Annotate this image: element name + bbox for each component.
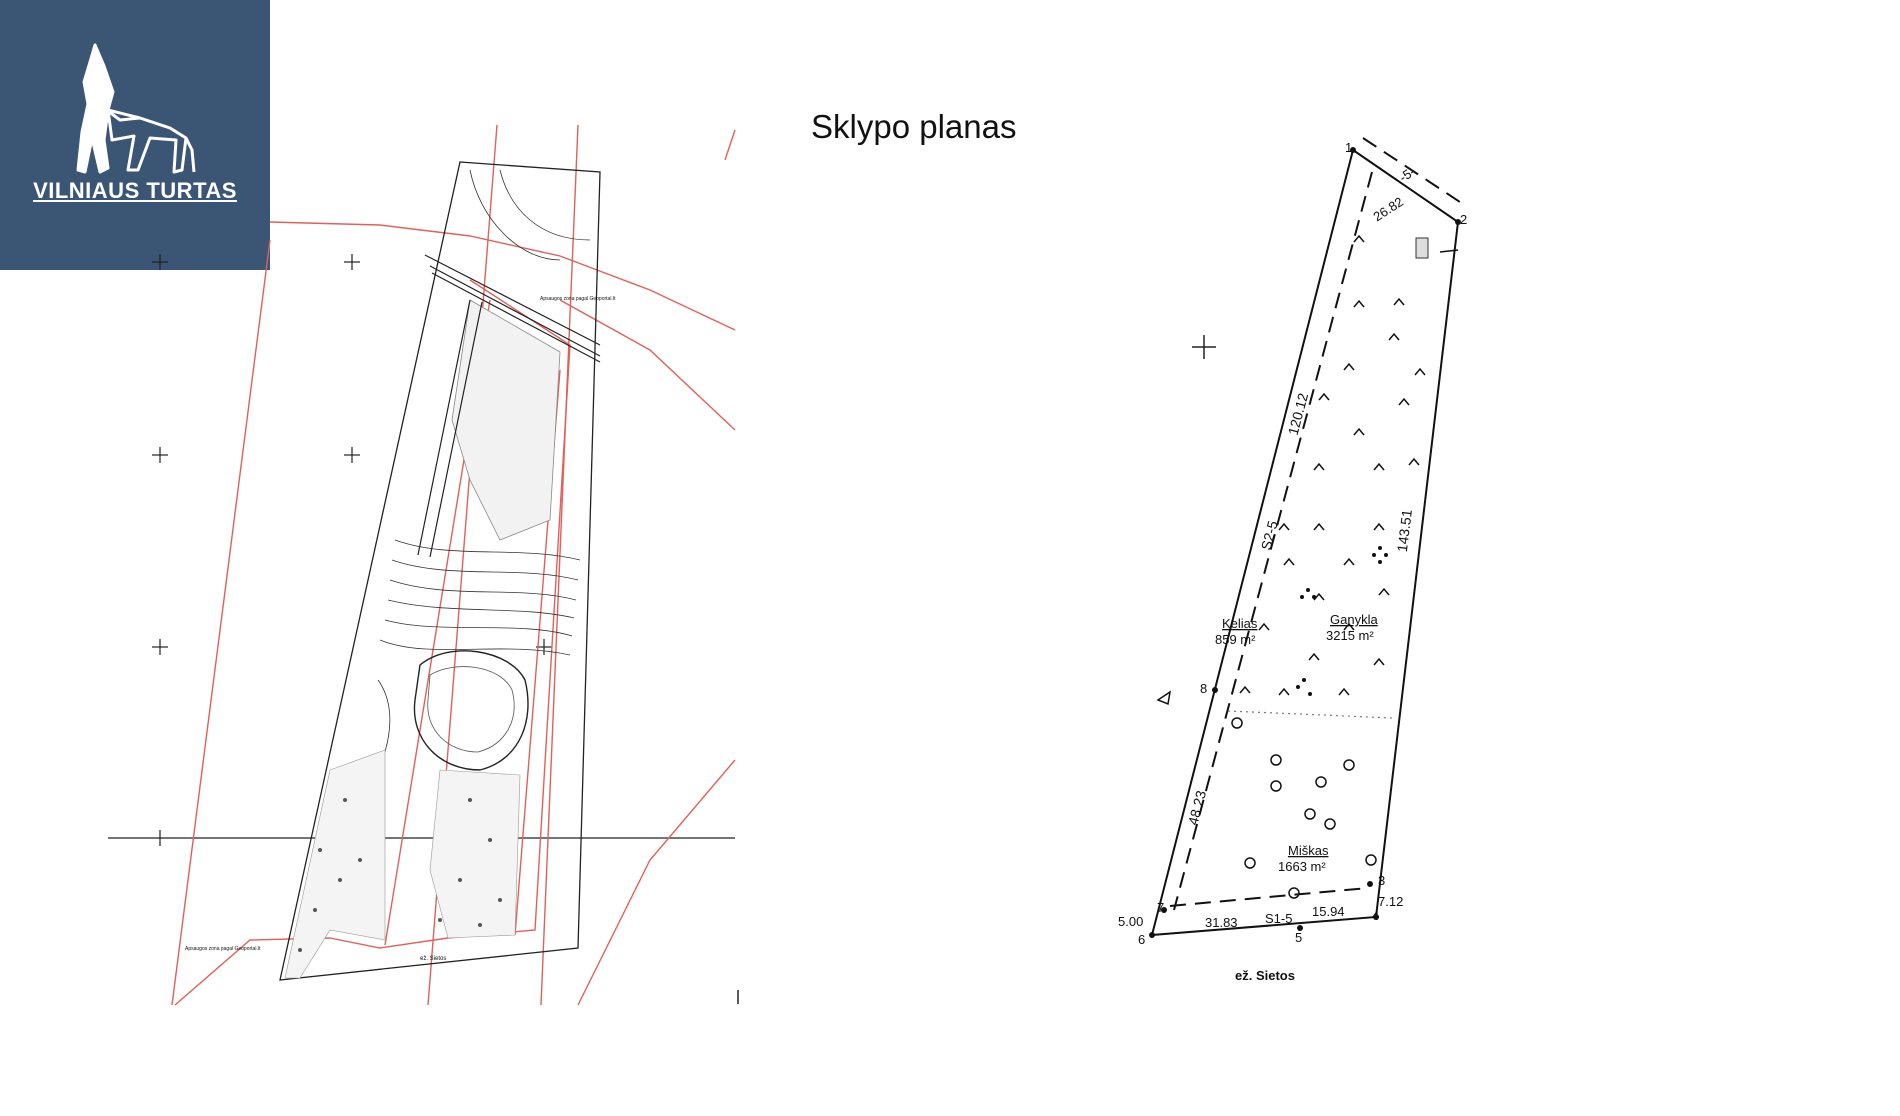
point-3: 3: [1378, 873, 1385, 888]
area-value-ganykla: 3215 m²: [1326, 628, 1374, 643]
dim-right: 143.51: [1394, 508, 1415, 553]
area-value-kelias: 859 m²: [1215, 632, 1256, 647]
page-title: Sklypo planas: [811, 108, 1017, 145]
left-plan: ež. Sietos Apsaugos zona pagal Geoportal…: [108, 124, 739, 1006]
area-name-kelias: Kelias: [1222, 616, 1258, 631]
pasture-area-top: [451, 299, 561, 541]
dim-right-end: 7.12: [1378, 894, 1403, 909]
wolf-logo-icon: [76, 43, 196, 174]
dim-top: 26.82: [1371, 194, 1406, 224]
lake-label-right: ež. Sietos: [1235, 968, 1295, 983]
forest-area-right: [429, 769, 521, 939]
dim-top-code: -5-: [1396, 164, 1417, 185]
area-value-miskas: 1663 m²: [1278, 859, 1326, 874]
lake-label-left: ež. Sietos: [420, 956, 446, 962]
zone-label-bottom: Apsaugos zona pagal Geoportal.lt: [185, 946, 261, 952]
dim-left-end: 5.00: [1118, 914, 1143, 929]
logo: VILNIAUS TURTAS: [0, 0, 270, 270]
pond: [413, 650, 529, 771]
area-name-miskas: Miškas: [1288, 843, 1329, 858]
forest-area-left: [284, 749, 386, 979]
pasture-symbols: [1239, 234, 1426, 696]
point-7: 7: [1157, 900, 1164, 915]
point-6: 6: [1138, 932, 1145, 947]
dim-left-code: S2-5: [1258, 519, 1281, 552]
point-1: 1: [1345, 140, 1352, 155]
dim-bottom-code: S1-5: [1265, 911, 1292, 926]
point-2: 2: [1460, 212, 1467, 227]
right-plan: Kelias 859 m² Ganykla 3215 m² Miškas 166…: [1118, 137, 1467, 983]
parcel-outline: [279, 161, 601, 981]
point-5: 5: [1295, 930, 1302, 945]
point-markers: [1149, 147, 1461, 938]
road-band: [417, 254, 601, 558]
forest-symbols: [298, 798, 502, 952]
dim-bottom-left: 31.83: [1205, 915, 1238, 930]
point-4: 4: [1372, 908, 1379, 923]
zone-label-top: Apsaugos zona pagal Geoportal.lt: [540, 296, 616, 302]
protection-dashed-lines: [1169, 137, 1467, 911]
dot-clusters: [1296, 546, 1388, 696]
area-name-ganykla: Ganykla: [1330, 612, 1378, 627]
dim-bottom-right: 15.94: [1312, 904, 1345, 919]
logo-text: VILNIAUS TURTAS: [33, 178, 237, 203]
point-8: 8: [1200, 681, 1207, 696]
forest-circles: [1231, 717, 1377, 899]
